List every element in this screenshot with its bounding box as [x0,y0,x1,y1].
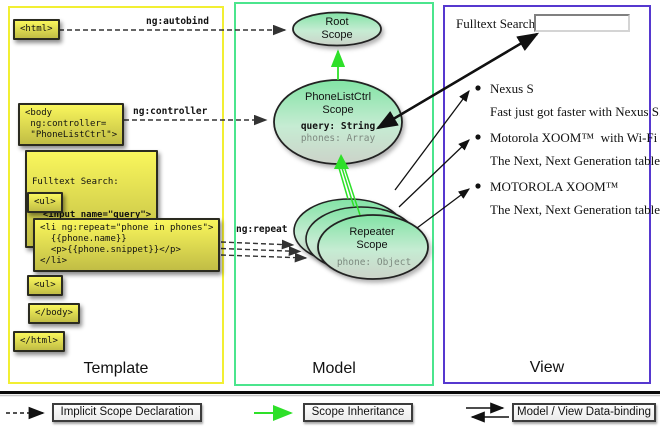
legend-model-view-databinding: Model / View Data-binding [512,403,656,422]
ng-repeat-arrow-1 [220,239,295,250]
template-panel-label: Template [83,360,149,377]
repeat-binding-arrow-2 [398,139,470,208]
repeater-phone-prop: phone: Object [336,257,412,268]
repeater-scope-ellipse-front [317,214,429,280]
view-item-desc: Fast just got faster with Nexus S. [490,104,660,119]
view-item-title: MOTOROLA XOOM™ [490,179,619,194]
inheritance-arrowhead [334,154,349,169]
bullet-icon [475,134,481,140]
legend-scope-inheritance: Scope Inheritance [303,403,413,422]
code-html-open: <html> [13,19,60,40]
code-fulltext-label: Fulltext Search: [32,177,119,187]
ng-repeat-arrow-2 [220,246,302,256]
code-fulltext-input: <input name="query"> [32,210,152,220]
inheritance-line-2 [341,167,355,208]
repeater-scope-title: Repeater Scope [349,226,395,251]
legend-implicit-scope-declaration: Implicit Scope Declaration [52,403,202,422]
code-ul-close: <ul> [27,275,63,296]
query-binding-arrow-down [375,32,538,130]
phonelistctrl-query-prop: query: String [300,121,376,132]
inheritance-line-1 [338,167,349,200]
code-html-close: </html> [13,331,65,352]
phonelistctrl-scope-title: PhoneListCtrl Scope [304,91,372,116]
view-item-desc: The Next, Next Generation tablet. [490,202,660,217]
inheritance-line-3 [344,168,361,216]
code-li-repeat: <li ng:repeat="phone in phones"> {{phone… [33,218,221,272]
view-item-title: Motorola XOOM™ with Wi-Fi [490,130,658,145]
ng-repeat-label: ng:repeat [236,224,288,235]
code-ul-open: <ul> [27,192,63,213]
bullet-icon [475,85,481,91]
code-body-close: </body> [28,303,80,324]
view-search-label: Fulltext Search: [456,16,539,31]
ng-controller-label: ng:controller [133,106,208,117]
model-panel-label: Model [312,360,356,377]
phonelistctrl-phones-prop: phones: Array [300,133,376,144]
repeat-binding-arrow-1 [394,89,470,191]
view-item-title: Nexus S [490,81,534,96]
fulltext-search-input[interactable] [534,14,630,32]
model-panel: Model [234,2,434,386]
view-panel-label: View [529,359,565,376]
bullet-icon [475,183,481,189]
root-scope-ellipse [292,11,382,47]
view-item-desc: The Next, Next Generation tablet. [490,153,660,168]
code-body-open: <body ng:controller= "PhoneListCtrl"> [18,103,125,146]
root-scope-title: Root Scope [321,16,353,41]
repeat-binding-arrow-3 [416,188,471,229]
ng-autobind-label: ng:autobind [146,16,209,27]
ng-repeat-arrow-3 [220,252,308,263]
